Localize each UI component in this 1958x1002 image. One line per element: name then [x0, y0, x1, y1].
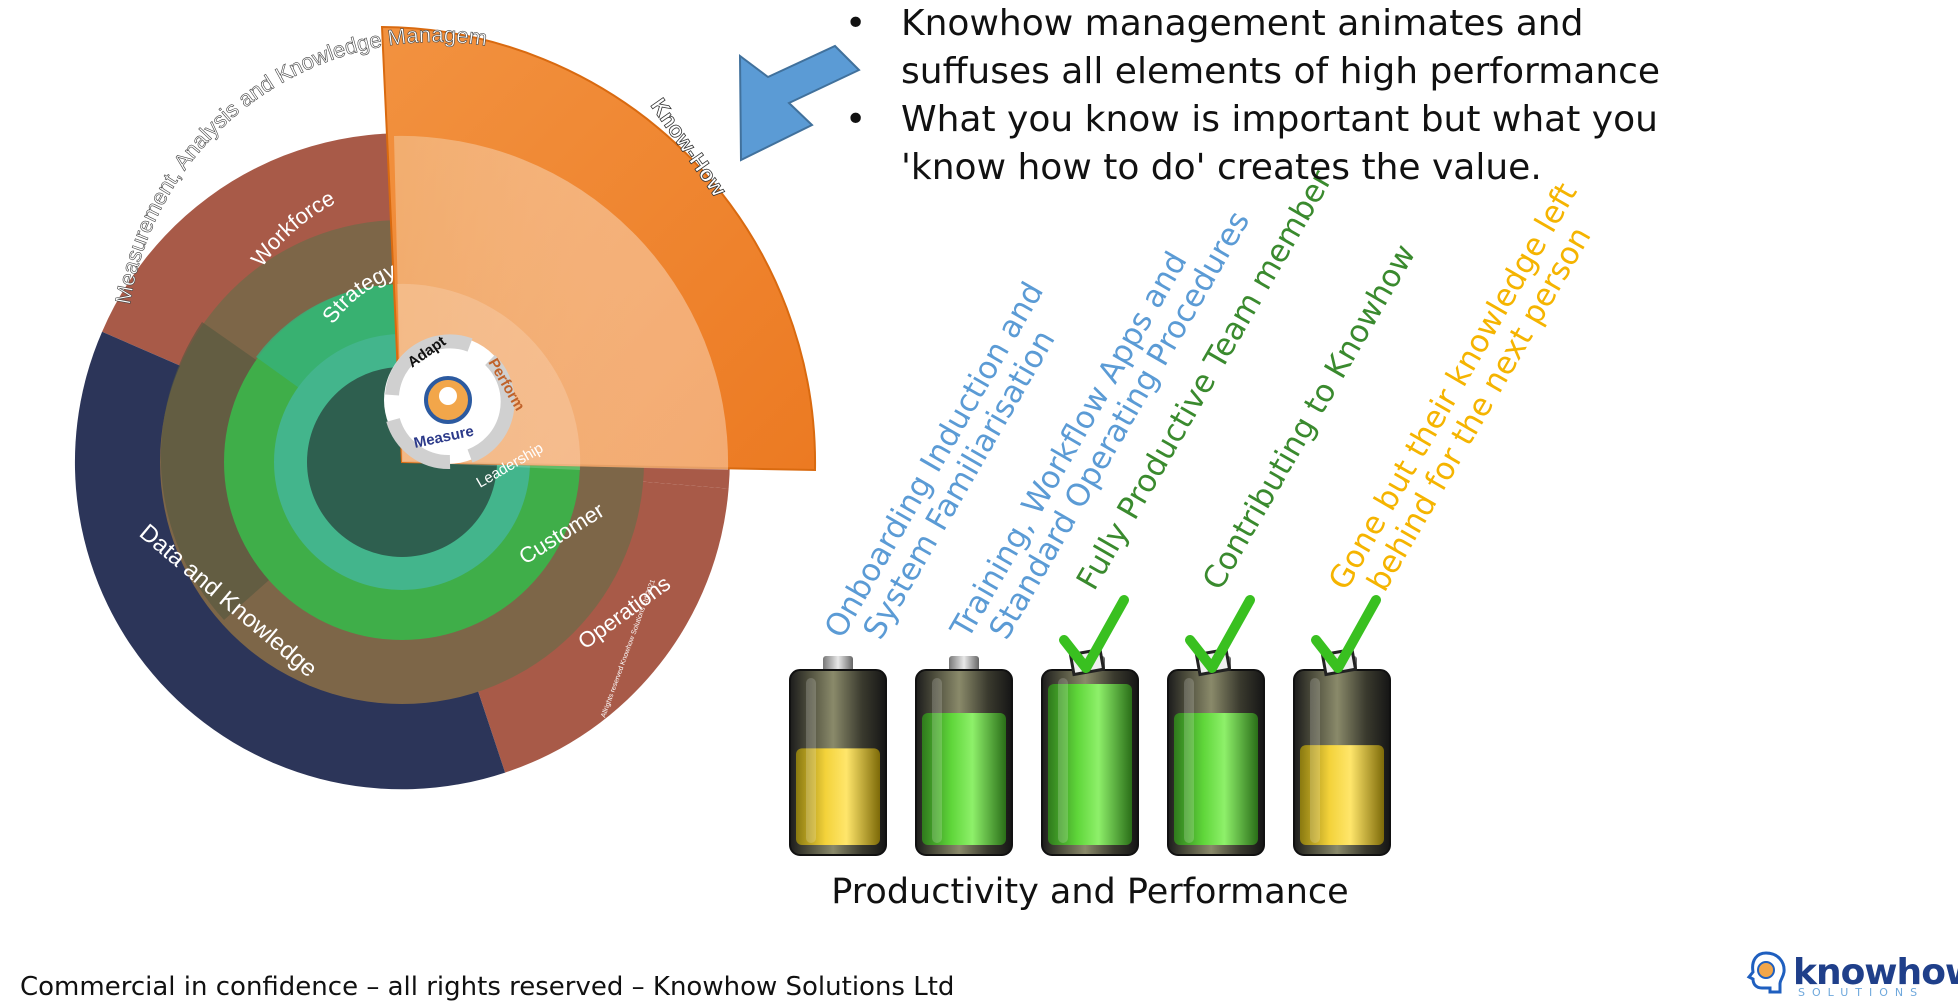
key-points-list: • Knowhow management animates and suffuse…	[845, 0, 1665, 192]
bullet-marker: •	[845, 99, 867, 140]
check-mark-icon	[1185, 595, 1255, 673]
battery-gloss	[806, 678, 816, 843]
knowhow-framework-wheel: Adapt Perform Measure Measurement, Analy…	[0, 0, 817, 790]
battery-charge-level	[796, 748, 880, 845]
logo-subtitle: SOLUTIONS	[1798, 986, 1925, 999]
bullet-text: What you know is important but what you …	[901, 99, 1658, 188]
battery-charge-level	[922, 712, 1006, 845]
footer-confidentiality: Commercial in confidence – all rights re…	[20, 972, 955, 1002]
bullet-item: • Knowhow management animates and suffuse…	[845, 0, 1665, 96]
battery-gloss	[1310, 678, 1320, 843]
battery-charge-level	[1048, 684, 1132, 845]
stage-5: Gone but their knowledge leftbehind for …	[1293, 177, 1614, 856]
stage-label: Gone but their knowledge leftbehind for …	[1322, 177, 1614, 613]
bullet-item: • What you know is important but what you…	[845, 96, 1665, 192]
productivity-stages: Onboarding Induction andSystem Familiari…	[789, 164, 1614, 856]
battery-charge-level	[1300, 745, 1384, 845]
check-mark-icon	[1311, 595, 1381, 673]
adapt-perform-measure-cycle: Adapt Perform Measure	[384, 333, 528, 470]
batteries-caption: Productivity and Performance	[831, 872, 1349, 912]
bullet-marker: •	[845, 3, 867, 44]
battery-gloss	[932, 678, 942, 843]
battery-gloss	[1058, 678, 1068, 843]
head-logo-icon	[1746, 951, 1786, 994]
stage-label-line: Gone but their knowledge left	[1322, 177, 1585, 596]
battery-gloss	[1184, 678, 1194, 843]
battery-charge-level	[1174, 712, 1258, 845]
check-mark-icon	[1059, 595, 1129, 673]
battery-terminal	[823, 656, 853, 672]
battery-terminal	[949, 656, 979, 672]
pointer-arrow	[738, 44, 861, 162]
bullet-text: Knowhow management animates and suffuses…	[901, 3, 1661, 92]
